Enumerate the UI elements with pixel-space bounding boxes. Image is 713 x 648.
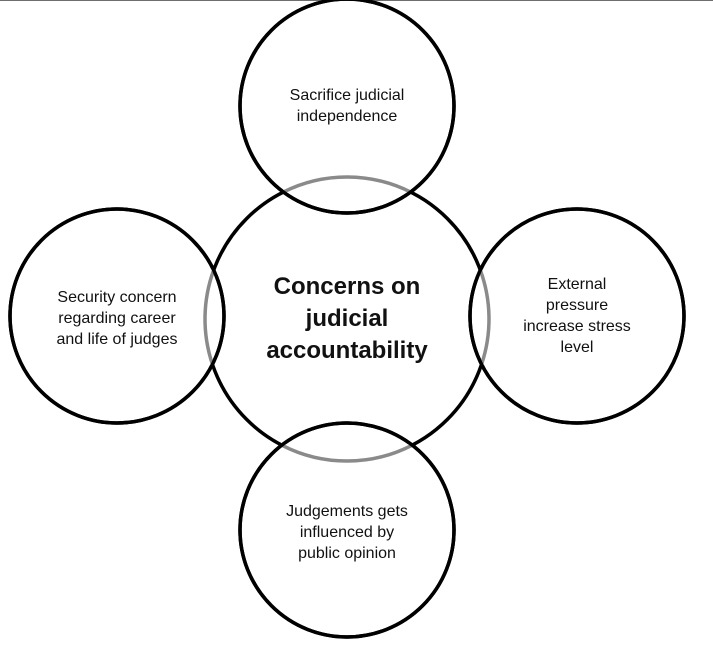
bottom-label-text: Judgements gets influenced by public opi… — [286, 502, 408, 562]
overlap-arc-right — [478, 269, 491, 365]
top-label-text: Sacrifice judicial independence — [289, 87, 405, 125]
center-label-text: Concerns on judicial accountability — [266, 273, 428, 364]
overlap-arc-bottom — [281, 443, 413, 463]
center-label: Concerns on judicial accountability — [227, 259, 467, 379]
satellite-outline-left — [8, 207, 226, 425]
bottom-label: Judgements gets influenced by public opi… — [252, 496, 442, 568]
overlap-arc-left — [203, 269, 216, 365]
satellite-outline-top — [238, 0, 456, 215]
top-label: Sacrifice judicial independence — [257, 80, 437, 132]
right-label-text: External pressure increase stress level — [523, 276, 631, 356]
right-label: External pressure increase stress level — [500, 270, 654, 362]
left-label: Security concern regarding career and li… — [22, 282, 212, 354]
overlap-arc-top — [282, 175, 412, 194]
left-label-text: Security concern regarding career and li… — [56, 288, 178, 348]
satellite-outline-bottom — [238, 421, 456, 639]
satellite-outline-right — [468, 207, 686, 425]
